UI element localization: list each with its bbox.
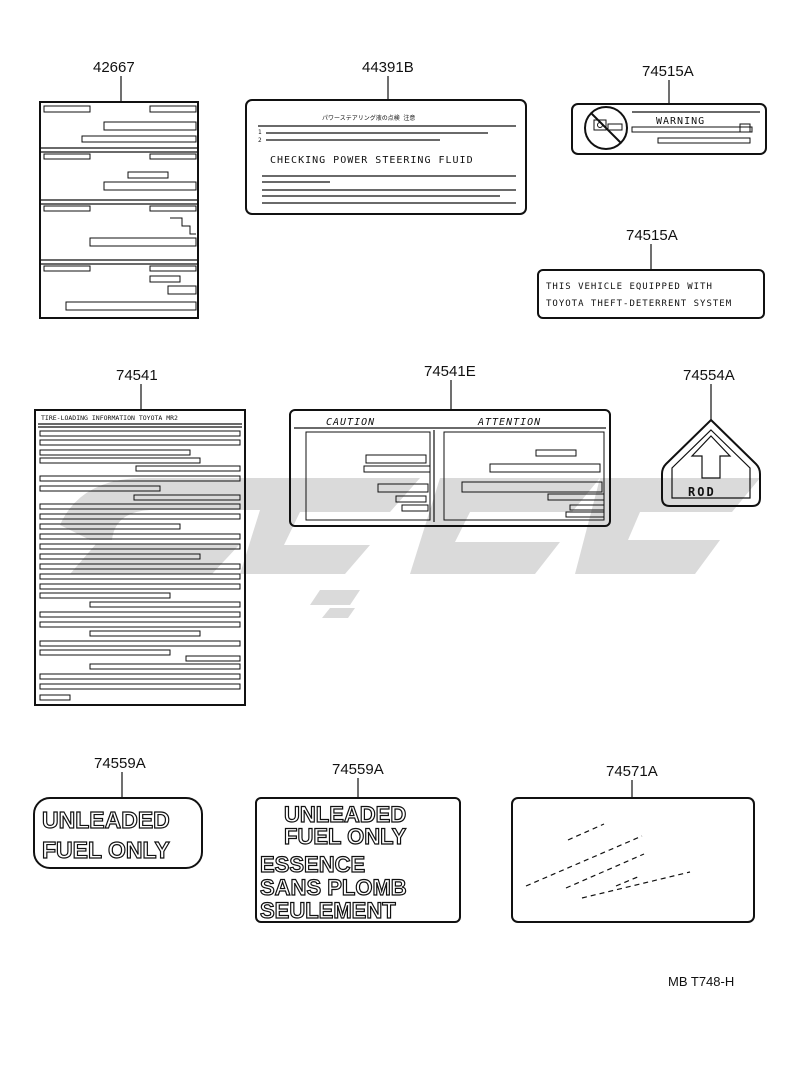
label-74559A-small-drawing: UNLEADED FUEL ONLY: [33, 797, 203, 869]
label-74515A-theft-line2: TOYOTA THEFT-DETERRENT SYSTEM: [546, 299, 732, 309]
part-44391B: 44391B パワーステアリング液の点検 注意 1 2 CHECKING POW…: [245, 59, 527, 215]
part-74515A-warning: 74515A WARNING: [571, 63, 767, 155]
label-74515A-warning-text: WARNING: [656, 116, 705, 127]
label-74559A-bilingual-line4: SANS PLOMB: [260, 875, 407, 900]
part-number-74515A-2: 74515A: [626, 227, 678, 244]
label-74515A-warning-drawing: WARNING: [571, 103, 767, 155]
label-74515A-theft-drawing: THIS VEHICLE EQUIPPED WITH TOYOTA THEFT-…: [537, 269, 765, 319]
label-74571A-drawing: [511, 797, 755, 923]
part-74541E: 74541E CAUTION ATTENTION: [289, 363, 611, 527]
part-number-74571A: 74571A: [606, 763, 658, 780]
label-44391B-text: CHECKING POWER STEERING FLUID: [270, 155, 474, 166]
label-74541E-attention: ATTENTION: [477, 417, 541, 428]
part-number-74541E: 74541E: [424, 363, 476, 380]
up-arrow-icon: [690, 435, 732, 479]
part-74571A: 74571A: [511, 763, 755, 923]
part-number-44391B: 44391B: [362, 59, 414, 76]
label-42667-drawing: [39, 101, 199, 319]
part-number-42667: 42667: [93, 59, 135, 76]
part-number-74559A-2: 74559A: [332, 761, 384, 778]
part-74554A: 74554A ROD: [661, 367, 761, 507]
label-74559A-bilingual-line1: UNLEADED: [284, 802, 406, 827]
label-74541-drawing: TIRE-LOADING INFORMATION TOYOTA MR2: [34, 409, 246, 706]
label-74541-text: TIRE-LOADING INFORMATION TOYOTA MR2: [41, 414, 178, 422]
diagram-reference: MB T748-H: [668, 974, 734, 989]
label-44391B-drawing: パワーステアリング液の点検 注意 1 2 CHECKING POWER STEE…: [245, 99, 527, 215]
label-74559A-small-line1: UNLEADED: [42, 807, 170, 833]
part-74559A-bilingual: 74559A UNLEADED FUEL ONLY ESSENCE SANS P…: [255, 761, 461, 924]
label-74559A-bilingual-line5: SEULEMENT: [260, 898, 396, 923]
label-74515A-theft-line1: THIS VEHICLE EQUIPPED WITH: [546, 282, 713, 292]
label-74541E-drawing: CAUTION ATTENTION: [289, 409, 611, 527]
watermark-logo: [60, 478, 760, 618]
label-74554A-text: ROD: [688, 485, 716, 499]
label-74559A-bilingual-line3: ESSENCE: [260, 852, 365, 877]
part-74541: 74541 TIRE-LOADING INFORMATION TOYOTA MR…: [34, 367, 246, 706]
svg-text:2: 2: [258, 137, 262, 144]
label-44391B-jp-text: パワーステアリング液の点検 注意: [322, 114, 415, 122]
label-74541E-caution: CAUTION: [326, 417, 375, 428]
part-number-74515A-1: 74515A: [642, 63, 694, 80]
part-number-74554A: 74554A: [683, 367, 735, 384]
part-number-74559A-1: 74559A: [94, 755, 146, 772]
no-key-icon: [584, 106, 628, 150]
part-42667: 42667: [39, 59, 199, 319]
label-74559A-small-line2: FUEL ONLY: [42, 837, 170, 863]
part-74559A-small: 74559A UNLEADED FUEL ONLY: [33, 755, 203, 869]
label-74559A-bilingual-drawing: UNLEADED FUEL ONLY ESSENCE SANS PLOMB SE…: [255, 797, 461, 924]
part-74515A-theft: 74515A THIS VEHICLE EQUIPPED WITH TOYOTA…: [537, 227, 765, 319]
svg-text:1: 1: [258, 129, 262, 136]
part-number-74541: 74541: [116, 367, 158, 384]
label-74559A-bilingual-line2: FUEL ONLY: [284, 824, 407, 849]
label-74554A-drawing: ROD: [661, 418, 761, 507]
